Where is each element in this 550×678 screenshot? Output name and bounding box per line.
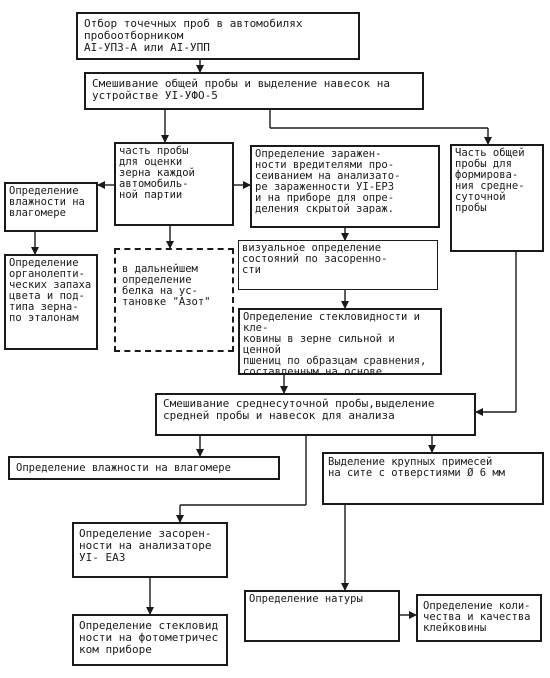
flow-node-part-for-daily-sample: Часть общей пробы для формирова- ния сре… xyxy=(450,144,544,252)
flow-node-pest-infestation: Определение заражен- ности вредителями п… xyxy=(250,145,440,228)
flow-node-vitreousness-gluten: Определение стекловидности и кле- ковины… xyxy=(238,308,442,375)
flow-node-moisture-meter-2: Определение влажности на влагомере xyxy=(8,456,280,480)
flow-node-nature: Определение натуры xyxy=(244,590,400,642)
flow-node-contamination-analyzer: Определение засорен- ности на анализатор… xyxy=(72,522,228,578)
flow-node-large-impurities-sieve: Выделение крупных примесей на сите с отв… xyxy=(322,452,544,505)
flow-node-moisture-meter-1: Определение влажности на влагомере xyxy=(4,182,98,232)
flow-node-organoleptic: Определение органолепти- ческих запаха ц… xyxy=(4,254,98,350)
flow-node-protein-azot: в дальнейшем определение белка на ус- та… xyxy=(114,248,234,352)
flow-node-point-sampling: Отбор точечных проб в автомобилях пробоо… xyxy=(76,12,360,60)
flow-node-mix-general-sample: Смешивание общей пробы и выделение навес… xyxy=(84,72,424,110)
flow-node-mix-daily-sample: Смешивание среднесуточной пробы,выделени… xyxy=(155,393,476,436)
flow-node-photometric-vitreousness: Определение стекловид ности на фотометри… xyxy=(72,614,228,666)
flow-node-gluten-quantity-quality: Определение коли- чества и качества клей… xyxy=(416,594,542,642)
flow-node-visual-contamination: визуальное определение состояний по засо… xyxy=(238,240,438,290)
flow-node-part-for-batch-evaluation: часть пробы для оценки зерна каждой авто… xyxy=(114,142,234,226)
